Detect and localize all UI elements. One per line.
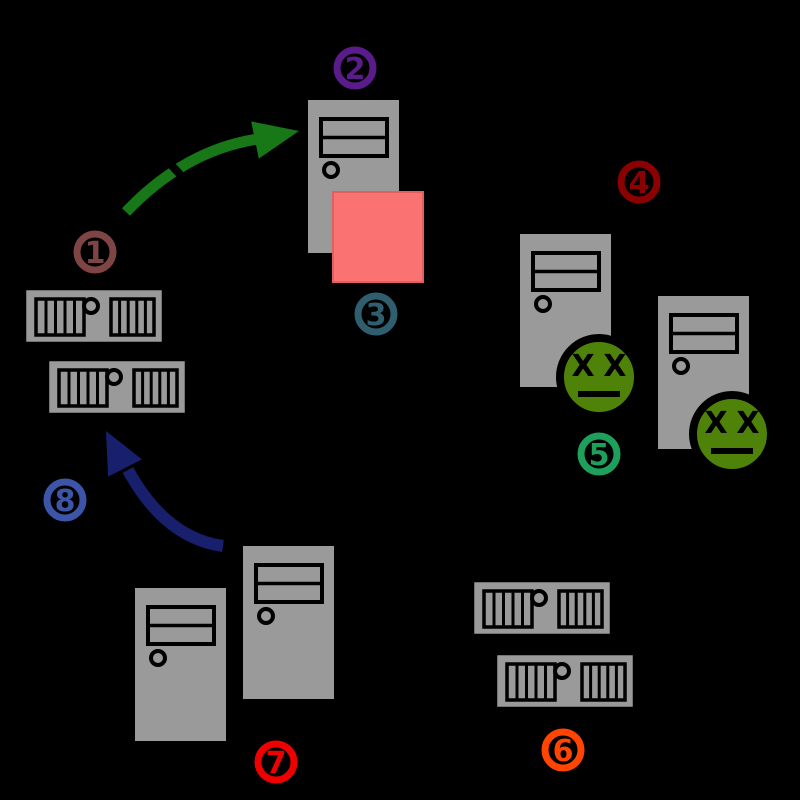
- badge-number: 7: [266, 746, 287, 781]
- blue-arrow-shaft: [122, 467, 224, 552]
- badge-ring: [617, 160, 661, 204]
- badge-number: 8: [55, 484, 76, 519]
- tower-server-source-2: [241, 544, 336, 701]
- green-arrow-head: [251, 121, 299, 159]
- dead-face-icon-2: X X: [689, 391, 775, 477]
- badge-ring: [577, 432, 621, 476]
- badge-number: 5: [589, 438, 610, 473]
- blue-return-arrow: [106, 431, 224, 552]
- step-badge-2: 2: [333, 46, 377, 90]
- dead-eye-left: X: [704, 406, 727, 441]
- rack-server-secondary-2: [494, 652, 636, 710]
- step-badge-6: 6: [541, 728, 585, 772]
- badge-number: 1: [85, 236, 106, 271]
- fault-square: [332, 191, 424, 283]
- badge-ring: [43, 478, 87, 522]
- step-badge-5: 5: [577, 432, 621, 476]
- rack-server-primary-1: [23, 287, 165, 345]
- step-badge-4: 4: [617, 160, 661, 204]
- rack-server-secondary-1: [471, 579, 613, 637]
- badge-ring: [333, 46, 377, 90]
- badge-ring: [541, 728, 585, 772]
- green-arrow-shaft: [122, 133, 259, 216]
- green-forward-arrow: [122, 121, 299, 216]
- dead-face-icon-1: X X: [556, 334, 642, 420]
- step-badge-7: 7: [254, 740, 298, 784]
- step-badge-3: 3: [354, 292, 398, 336]
- badge-number: 2: [345, 52, 366, 87]
- badge-number: 6: [553, 734, 574, 769]
- tower-server-source-1: [133, 586, 228, 743]
- blue-arrow-head: [106, 431, 142, 477]
- badge-number: 4: [629, 166, 650, 201]
- dead-eye-left: X: [571, 349, 594, 384]
- badge-ring: [354, 292, 398, 336]
- step-badge-8: 8: [43, 478, 87, 522]
- step-badge-1: 1: [73, 230, 117, 274]
- dead-eye-right: X: [736, 406, 759, 441]
- badge-ring: [254, 740, 298, 784]
- badge-ring: [73, 230, 117, 274]
- rack-server-primary-2: [46, 358, 188, 416]
- dead-eye-right: X: [603, 349, 626, 384]
- badge-number: 3: [366, 298, 387, 333]
- green-arrow-break-notch: [161, 154, 189, 184]
